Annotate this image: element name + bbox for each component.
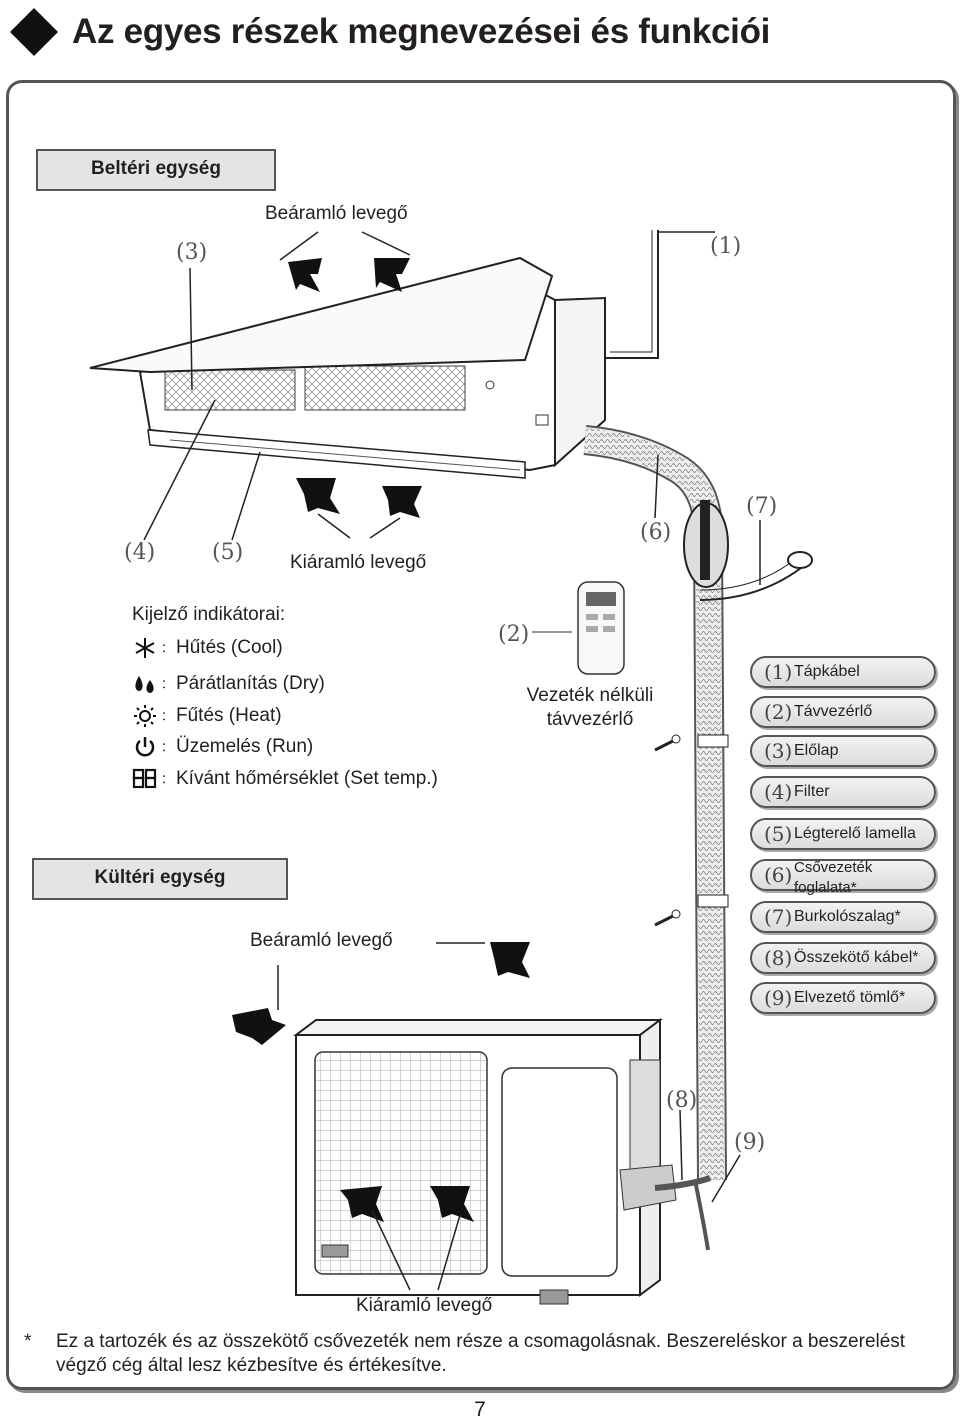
part-legend-9: (9) Elvezető tömlő* (750, 982, 936, 1014)
separator: ： (160, 772, 173, 786)
indicator-row-dry: ：Párátlanítás (Dry) (132, 671, 325, 697)
remote-control-drawing (532, 581, 625, 675)
callout-1: (1) (710, 234, 742, 259)
footnote-text: Ez a tartozék és az összekötő csővezeték… (56, 1331, 906, 1376)
footnote-star: * (24, 1331, 32, 1352)
part-legend-6: (6) Csővezeték foglalata* (750, 859, 936, 896)
part-name: Elvezető tömlő* (794, 989, 906, 1006)
indoor-unit-drawing (89, 230, 659, 479)
part-name: Légterelő lamella (794, 825, 916, 842)
outdoor-unit-drawing (293, 1018, 711, 1305)
part-legend-1: (1) Tápkábel (750, 656, 936, 688)
callout-2: (2) (498, 622, 530, 647)
indicator-row-set-temp: ：Kívánt hőmérséklet (Set temp.) (132, 766, 438, 792)
part-number: (7) (764, 905, 793, 929)
droplets-icon (135, 676, 154, 693)
content-frame (6, 80, 956, 1390)
part-name-line2: foglalata* (794, 879, 857, 896)
outdoor-air-in-label: Beáramló levegő (250, 930, 393, 951)
callout-3: (3) (176, 240, 208, 265)
part-name: Összekötő kábel* (794, 949, 919, 966)
airflow-arrows (232, 258, 530, 1222)
part-name: Filter (794, 783, 830, 800)
snowflake-icon (135, 638, 155, 658)
part-name: Burkolószalag* (794, 908, 901, 925)
separator: ： (160, 709, 173, 723)
indicator-row-heat: ：Fűtés (Heat) (132, 703, 282, 729)
callout-4: (4) (124, 540, 156, 565)
indicator-run-label: Üzemelés (Run) (176, 736, 314, 758)
outdoor-air-out-label: Kiáramló levegő (356, 1295, 493, 1316)
remote-label: Vezeték nélküli távvezérlő (520, 684, 660, 732)
indoor-unit-label: Beltéri egység (36, 149, 276, 191)
indicator-dry-label: Párátlanítás (Dry) (176, 673, 325, 695)
indicator-heat-label: Fűtés (Heat) (176, 705, 282, 727)
indoor-air-in-label: Beáramló levegő (265, 203, 408, 224)
part-legend-4: (4) Filter (750, 776, 936, 808)
page-title: Az egyes részek megnevezései és funkciói (72, 12, 771, 51)
indicator-row-run: ：Üzemelés (Run) (132, 734, 313, 760)
callout-9: (9) (734, 1130, 766, 1155)
88-icon (132, 768, 157, 789)
power-icon (135, 737, 155, 757)
remote-label-line2: távvezérlő (546, 709, 634, 730)
indicator-row-cool: ：Hűtés (Cool) (132, 635, 283, 661)
part-name: Tápkábel (794, 663, 860, 680)
part-number: (4) (764, 780, 793, 804)
separator: ： (160, 677, 173, 691)
part-number: (5) (764, 822, 793, 846)
callout-8: (8) (666, 1088, 698, 1113)
page-number: 7 (474, 1398, 486, 1421)
part-legend-5: (5) Légterelő lamella (750, 818, 936, 850)
callout-7: (7) (746, 494, 778, 519)
callout-5: (5) (212, 540, 244, 565)
pipe-assembly-drawing (583, 425, 813, 1251)
part-number: (6) (764, 863, 793, 887)
part-legend-2: (2) Távvezérlő (750, 696, 936, 728)
part-legend-8: (8) Összekötő kábel* (750, 942, 936, 974)
part-name: Csővezeték foglalata* (794, 858, 872, 898)
part-number: (9) (764, 986, 793, 1010)
sun-icon (134, 705, 156, 727)
part-legend-3: (3) Előlap (750, 735, 936, 767)
separator: ： (160, 740, 173, 754)
separator: ： (160, 641, 173, 655)
indicators-heading: Kijelző indikátorai: (132, 604, 286, 625)
callout-6: (6) (640, 520, 672, 545)
outdoor-unit-label: Kültéri egység (32, 858, 288, 900)
part-number: (8) (764, 946, 793, 970)
diamond-bullet-icon (10, 8, 58, 56)
leader-lines (143, 231, 761, 1291)
part-name: Előlap (794, 742, 839, 759)
indicator-set-temp-label: Kívánt hőmérséklet (Set temp.) (176, 768, 438, 790)
part-name-line1: Csővezeték (794, 859, 873, 876)
part-number: (1) (764, 660, 793, 684)
indicator-cool-label: Hűtés (Cool) (176, 637, 283, 659)
part-number: (2) (764, 700, 793, 724)
part-number: (3) (764, 739, 793, 763)
part-legend-7: (7) Burkolószalag* (750, 901, 936, 933)
part-name: Távvezérlő (794, 703, 873, 720)
remote-label-line1: Vezeték nélküli (526, 685, 654, 706)
indoor-air-out-label: Kiáramló levegő (290, 552, 427, 573)
